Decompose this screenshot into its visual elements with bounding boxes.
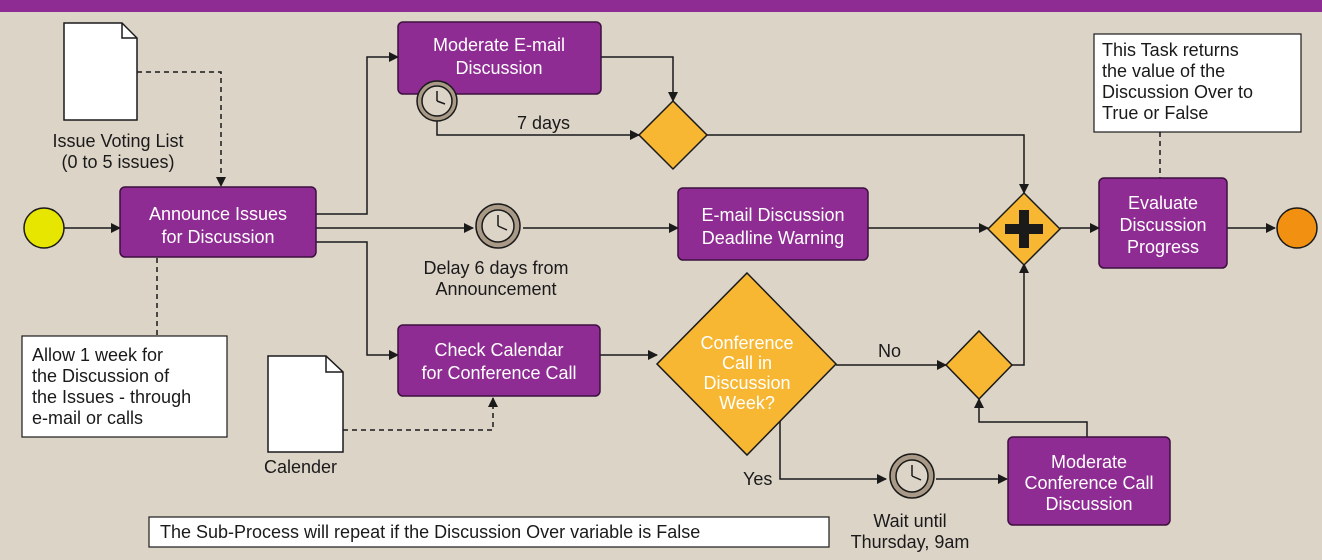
task-check-calendar-label-2: for Conference Call xyxy=(421,363,576,383)
timer-boundary-icon[interactable] xyxy=(416,80,458,122)
task-check-calendar[interactable]: Check Calendar for Conference Call xyxy=(397,324,601,397)
parallel-gateway[interactable] xyxy=(986,191,1062,267)
gateway-question-line-1: Conference xyxy=(700,333,793,353)
email-exclusive-gateway[interactable] xyxy=(637,99,709,171)
annotation-repeat-note: The Sub-Process will repeat if the Discu… xyxy=(148,516,830,548)
repeat-note-text: The Sub-Process will repeat if the Discu… xyxy=(160,522,700,542)
task-moderate-email-label-1: Moderate E-mail xyxy=(433,35,565,55)
task-email-warning[interactable]: E-mail Discussion Deadline Warning xyxy=(677,187,869,261)
task-evaluate-label-1: Evaluate xyxy=(1128,193,1198,213)
wait-label-2: Thursday, 9am xyxy=(851,532,970,552)
allow-week-line-1: Allow 1 week for xyxy=(32,345,163,365)
timer-delay-icon[interactable] xyxy=(475,203,521,249)
task-email-warning-label-2: Deadline Warning xyxy=(702,228,844,248)
task-moderate-conf-label-1: Moderate xyxy=(1051,452,1127,472)
yes-label: Yes xyxy=(743,469,772,489)
allow-week-line-3: the Issues - through xyxy=(32,387,191,407)
flow-merge-to-parallel xyxy=(1012,263,1029,366)
no-label: No xyxy=(878,341,901,361)
task-returns-line-4: True or False xyxy=(1102,103,1208,123)
task-announce-label-2: for Discussion xyxy=(161,227,274,247)
delay-label-1: Delay 6 days from xyxy=(423,258,568,278)
association-issue-list xyxy=(137,71,226,187)
flow-announce-to-moderate-email xyxy=(316,52,399,215)
gateway-question-line-2: Call in xyxy=(722,353,772,373)
task-returns-line-2: the value of the xyxy=(1102,61,1225,81)
task-returns-line-1: This Task returns xyxy=(1102,40,1239,60)
flow-moderate-email-to-gateway xyxy=(601,56,678,102)
allow-week-line-2: the Discussion of xyxy=(32,366,170,386)
start-event[interactable] xyxy=(23,207,65,249)
allow-week-line-4: e-mail or calls xyxy=(32,408,143,428)
flow-seven-days-timeout xyxy=(436,118,640,140)
issue-list-label-1: Issue Voting List xyxy=(52,131,183,151)
associations xyxy=(137,71,1161,431)
flow-announce-to-check-calendar xyxy=(316,241,399,360)
flow-yes xyxy=(779,420,887,484)
task-email-warning-label-1: E-mail Discussion xyxy=(701,205,844,225)
flow-email-gateway-to-parallel xyxy=(707,134,1029,194)
sequence-flows xyxy=(64,52,1276,484)
task-moderate-email-label-2: Discussion xyxy=(455,58,542,78)
association-calendar xyxy=(343,397,498,431)
issue-list-label-2: (0 to 5 issues) xyxy=(61,152,174,172)
data-object-calendar[interactable] xyxy=(267,355,344,453)
task-moderate-email[interactable]: Moderate E-mail Discussion xyxy=(397,21,602,95)
header-bar xyxy=(0,0,1322,12)
task-evaluate-label-2: Discussion xyxy=(1119,215,1206,235)
gateway-question-line-3: Discussion xyxy=(703,373,790,393)
calendar-label: Calender xyxy=(264,457,337,477)
annotation-task-returns: This Task returns the value of the Discu… xyxy=(1093,33,1302,133)
task-check-calendar-label-1: Check Calendar xyxy=(434,340,563,360)
delay-label-2: Announcement xyxy=(435,279,556,299)
task-moderate-conf-label-2: Conference Call xyxy=(1024,473,1153,493)
data-object-issue-list[interactable] xyxy=(63,22,138,121)
end-event[interactable] xyxy=(1276,207,1318,249)
task-announce-label-1: Announce Issues xyxy=(149,204,287,224)
gateway-conference-question[interactable]: Conference Call in Discussion Week? xyxy=(655,271,838,457)
merge-exclusive-gateway[interactable] xyxy=(944,329,1014,401)
task-returns-line-3: Discussion Over to xyxy=(1102,82,1253,102)
flow-moderate-conf-to-merge xyxy=(974,398,1088,437)
task-announce-issues[interactable]: Announce Issues for Discussion xyxy=(119,186,317,258)
task-moderate-conference[interactable]: Moderate Conference Call Discussion xyxy=(1007,436,1171,526)
annotation-allow-week: Allow 1 week for the Discussion of the I… xyxy=(21,335,228,438)
task-evaluate-progress[interactable]: Evaluate Discussion Progress xyxy=(1098,177,1228,269)
task-evaluate-label-3: Progress xyxy=(1127,237,1199,257)
gateway-question-line-4: Week? xyxy=(719,393,775,413)
wait-label-1: Wait until xyxy=(873,511,946,531)
seven-days-label: 7 days xyxy=(517,113,570,133)
timer-wait-icon[interactable] xyxy=(889,453,935,499)
task-moderate-conf-label-3: Discussion xyxy=(1045,494,1132,514)
